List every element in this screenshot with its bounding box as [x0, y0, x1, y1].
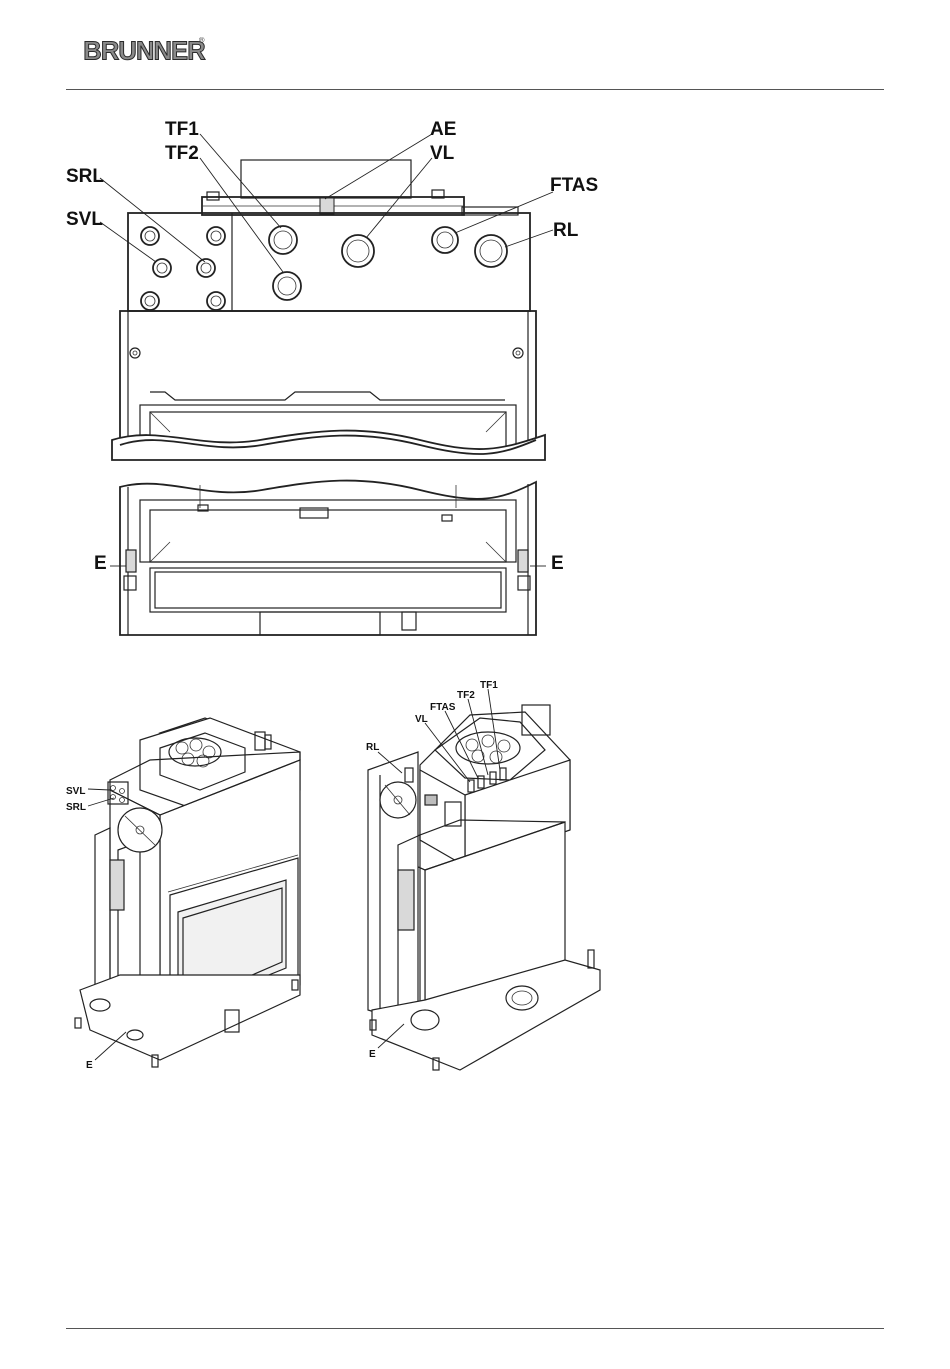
- label-vl: VL: [430, 143, 455, 164]
- front-view: TF1 TF2 AE VL SRL FTAS SVL RL E E: [66, 119, 598, 635]
- connection-housing: [128, 213, 530, 311]
- label-iso-right-vl: VL: [415, 714, 428, 725]
- label-svl: SVL: [66, 209, 103, 230]
- label-ftas: FTAS: [550, 175, 598, 196]
- label-iso-right-tf2: TF2: [457, 690, 475, 701]
- leader-ae: [325, 134, 432, 199]
- upper-body: [120, 311, 536, 451]
- label-iso-left-srl: SRL: [66, 802, 86, 813]
- flue-box: [241, 160, 411, 198]
- label-ae: AE: [430, 119, 456, 140]
- iso-left-view: SVL SRL E: [66, 718, 300, 1071]
- label-tf2: TF2: [165, 143, 199, 164]
- label-tf1: TF1: [165, 119, 199, 140]
- label-iso-left-e: E: [86, 1060, 93, 1071]
- leader-srl: [100, 178, 205, 262]
- label-rl: RL: [553, 220, 579, 241]
- side-fittings: [141, 227, 225, 310]
- label-e-right: E: [551, 553, 564, 574]
- label-iso-left-svl: SVL: [66, 786, 85, 797]
- label-iso-right-e: E: [369, 1049, 376, 1060]
- leader-rl: [505, 230, 553, 247]
- main-fittings: [269, 226, 507, 300]
- label-iso-right-tf1: TF1: [480, 680, 498, 691]
- label-iso-right-ftas: FTAS: [430, 702, 456, 713]
- iso-right-view: TF1 TF2 FTAS VL RL E: [366, 680, 600, 1070]
- label-srl: SRL: [66, 166, 104, 187]
- label-e-left: E: [94, 553, 107, 574]
- label-iso-right-rl: RL: [366, 742, 379, 753]
